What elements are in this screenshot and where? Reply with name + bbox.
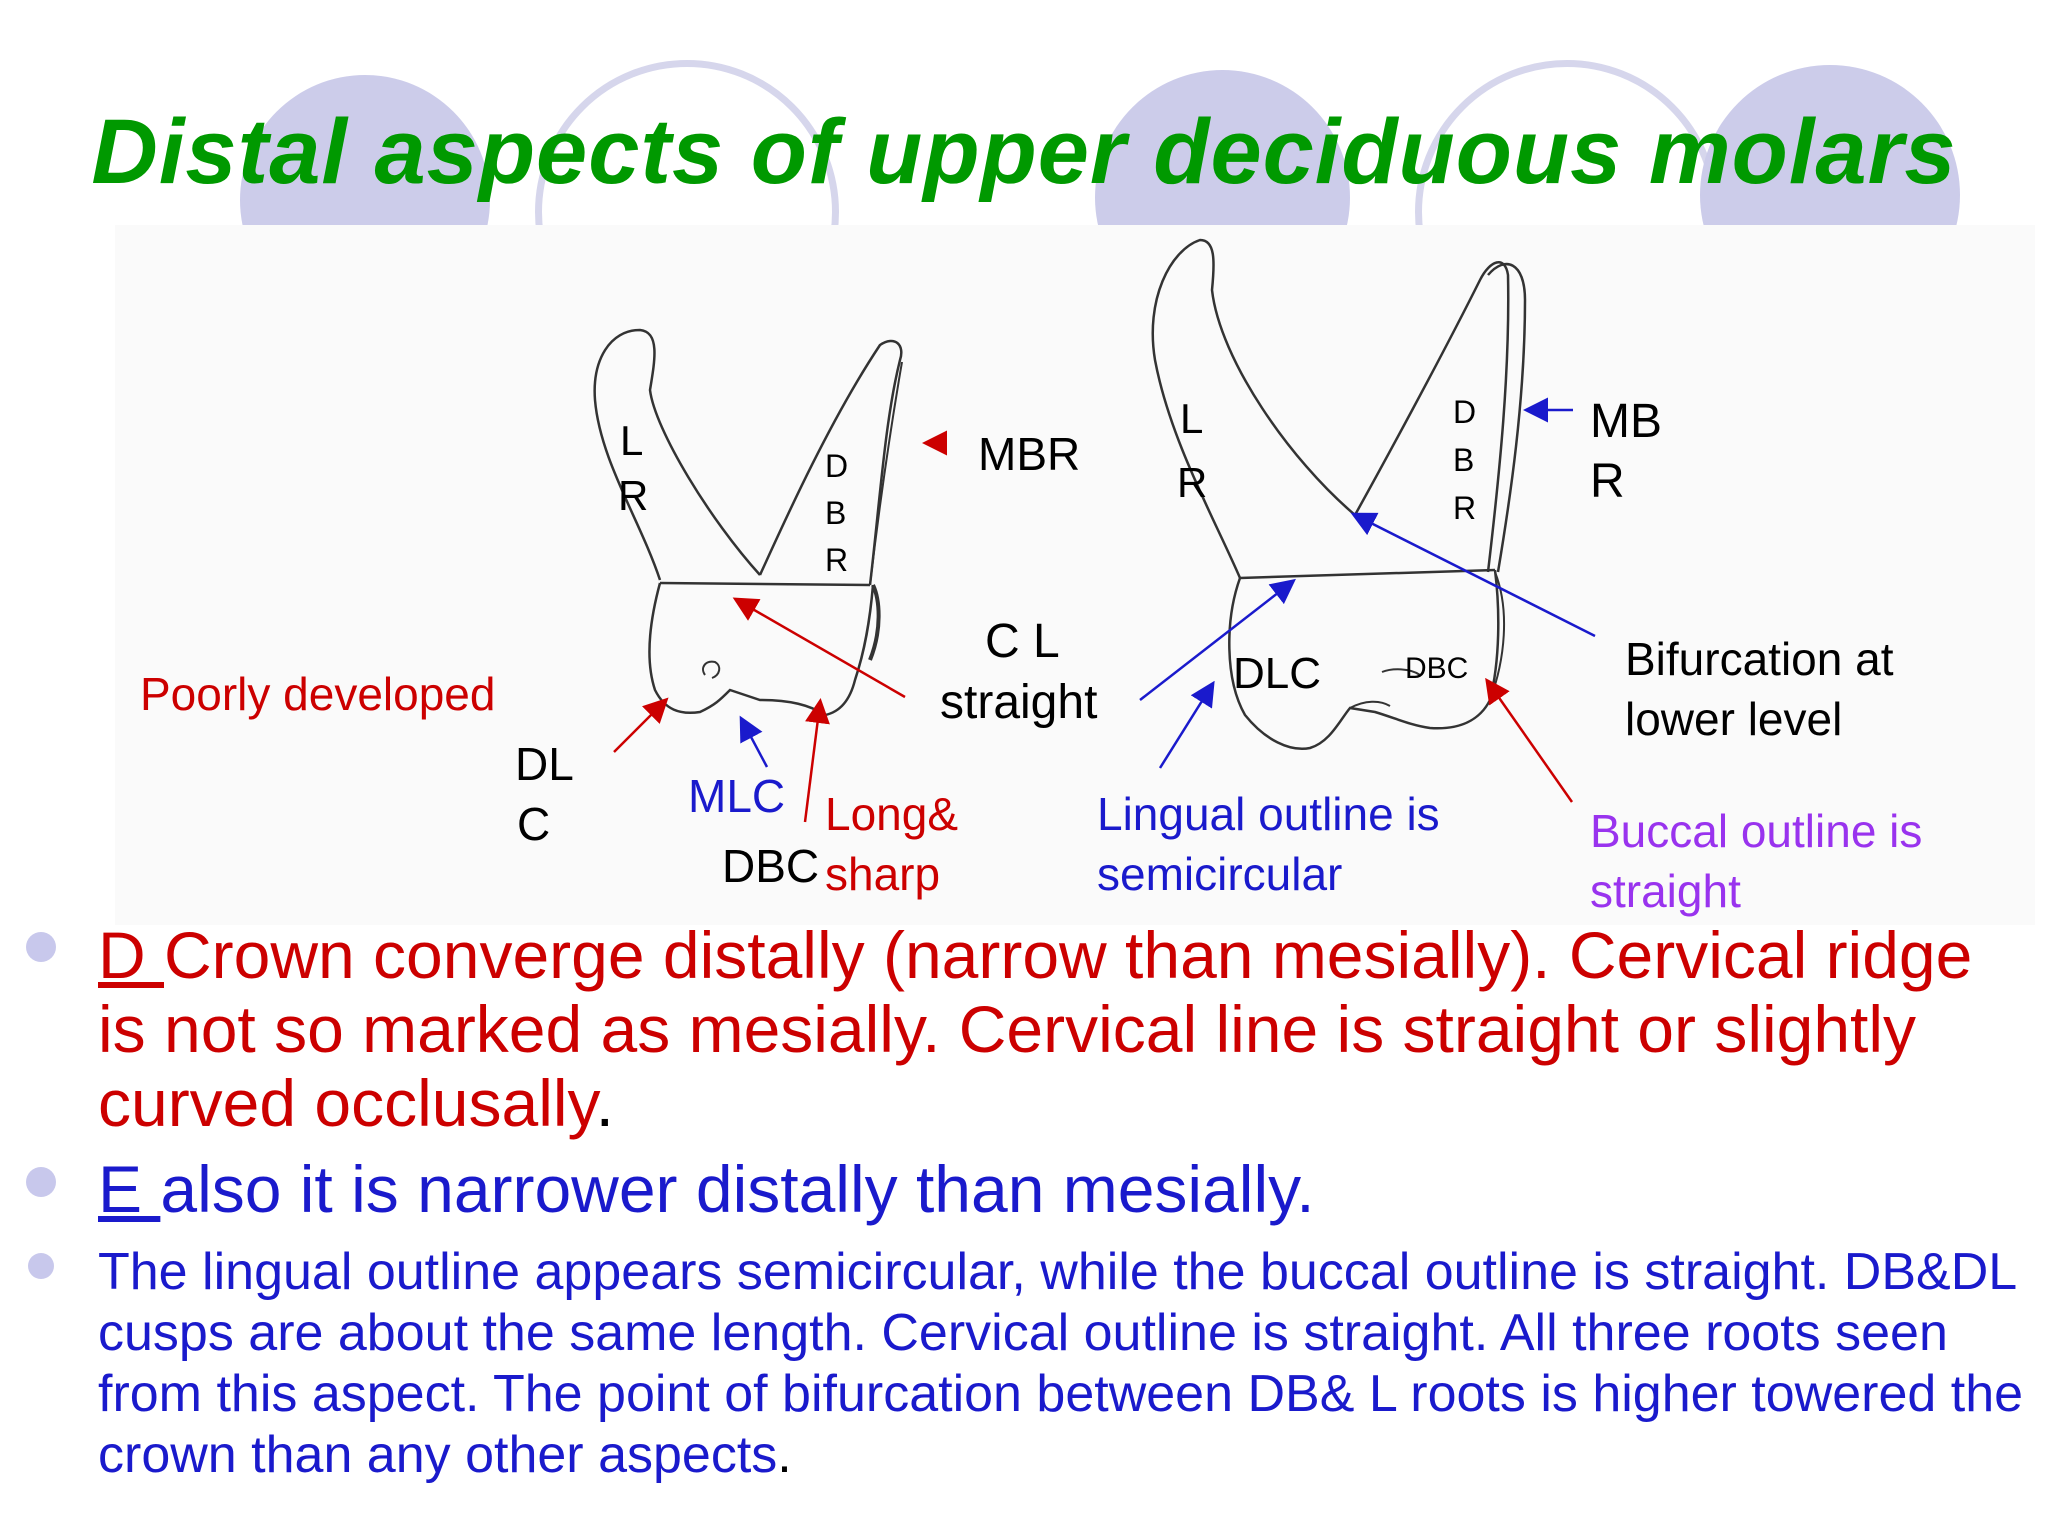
buccal-outline-label-1: Buccal outline is xyxy=(1590,805,1922,857)
left-mlc-label: MLC xyxy=(688,770,785,822)
bifurcation-label-1: Bifurcation at xyxy=(1625,633,1894,685)
figure-background xyxy=(115,225,2035,925)
bullet-3-text: The lingual outline appears semicircular… xyxy=(98,1243,2024,1484)
right-dbr-label-2: B xyxy=(1453,442,1474,478)
slide-title: Distal aspects of upper deciduous molars xyxy=(91,101,1957,203)
bifurcation-arrow xyxy=(1350,512,1596,638)
left-lr-label-2: R xyxy=(618,472,648,519)
bullet-dot-3 xyxy=(28,1253,54,1279)
cl-label-2: straight xyxy=(940,676,1097,729)
buccal-outline-arrow xyxy=(1485,677,1574,803)
cl-label-1: C L xyxy=(985,615,1060,668)
bifurcation-label-2: lower level xyxy=(1625,693,1842,745)
bullet-1-end: . xyxy=(595,1066,614,1140)
right-dbc-label: DBC xyxy=(1405,652,1468,685)
molar-diagram: L R D B R MBR Poorly developed DL C MLC … xyxy=(140,238,1922,917)
right-db-root xyxy=(1353,261,1510,573)
left-dlc-label-1: DL xyxy=(515,738,574,790)
bullet-3: The lingual outline appears semicircular… xyxy=(98,1242,2048,1486)
left-dbr-label-1: D xyxy=(825,448,848,484)
left-lr-label-1: L xyxy=(620,417,643,464)
dlc-arrow xyxy=(613,697,669,753)
bullet-dot-2 xyxy=(26,1167,56,1197)
lingual-outline-label-1: Lingual outline is xyxy=(1097,788,1440,840)
right-lr-label-2: R xyxy=(1177,459,1207,506)
mlc-arrow xyxy=(739,715,769,768)
right-mbr-label-1: MB xyxy=(1590,395,1662,448)
left-dbc-label: DBC xyxy=(722,840,819,892)
left-db-root xyxy=(758,339,903,586)
long-sharp-label-1: Long& xyxy=(825,788,958,840)
bullet-2: E also it is narrower distally than mesi… xyxy=(98,1152,1998,1226)
right-lr-label-1: L xyxy=(1180,395,1203,442)
cl-blue-arrow xyxy=(1139,578,1296,701)
left-mbr-label: MBR xyxy=(978,428,1080,480)
bullet-2-text: also it is narrower distally than mesial… xyxy=(160,1152,1315,1226)
lingual-outline-arrow xyxy=(1158,680,1215,769)
bullet-1-prefix: D xyxy=(98,918,164,992)
dbc-arrow xyxy=(803,698,830,823)
right-mb-root xyxy=(1487,262,1527,573)
bullet-3-end: . xyxy=(777,1426,792,1484)
bullet-dot-1 xyxy=(26,932,56,962)
bullet-1-text: Crown converge distally (narrow than mes… xyxy=(98,918,1973,1140)
lingual-outline-label-2: semicircular xyxy=(1097,848,1342,900)
buccal-outline-label-2: straight xyxy=(1590,865,1741,917)
left-cervical-line xyxy=(659,581,871,587)
bullet-2-prefix: E xyxy=(98,1152,161,1226)
bullet-1: D Crown converge distally (narrow than m… xyxy=(98,918,1998,1140)
right-dlc-label: DLC xyxy=(1233,649,1321,698)
left-tooth-drawing xyxy=(593,328,903,717)
long-sharp-label-2: sharp xyxy=(825,848,940,900)
left-dbr-label-2: B xyxy=(825,495,846,531)
cl-red-arrow xyxy=(732,597,906,699)
right-cervical-line xyxy=(1239,568,1496,580)
left-crown xyxy=(648,582,875,717)
right-dbr-label-1: D xyxy=(1453,394,1476,430)
right-dbr-label-3: R xyxy=(1453,490,1476,526)
left-lingual-root xyxy=(593,328,761,581)
right-lingual-root xyxy=(1151,238,1356,579)
right-mbr-label-2: R xyxy=(1590,455,1625,508)
left-dbr-label-3: R xyxy=(825,542,848,578)
left-dlc-label-2: C xyxy=(517,798,550,850)
poorly-developed-label: Poorly developed xyxy=(140,668,495,720)
